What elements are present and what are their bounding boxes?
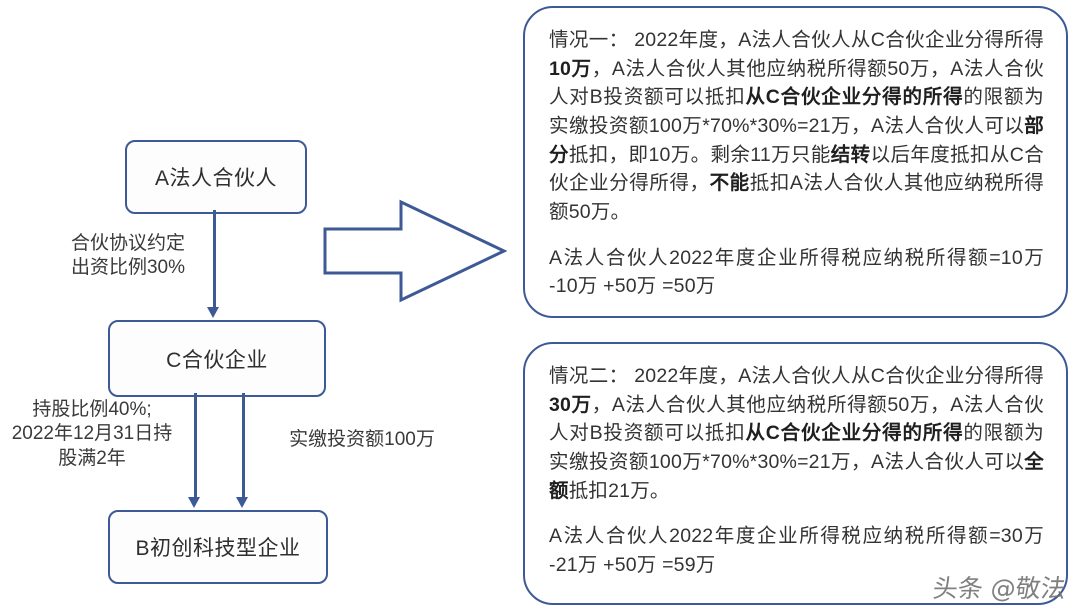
edge-label-c-to-b-right: 实缴投资额100万 — [289, 429, 435, 450]
panel-case-two-paragraph-1: 情况二： 2022年度，A法人合伙人从C合伙企业分得所得30万，A法人合伙人其他… — [549, 365, 1044, 502]
panel-case-one: 情况一： 2022年度，A法人合伙人从C合伙企业分得所得10万，A法人合伙人其他… — [523, 6, 1068, 318]
paragraph-spacer — [549, 227, 1044, 244]
node-c-partnership: C合伙企业 — [108, 320, 326, 397]
edge-label-a-to-c: 合伙协议约定 出资比例30% — [70, 233, 186, 279]
watermark: 头条 @敬法 — [931, 574, 1068, 603]
edge-a-to-c-arrowhead — [206, 307, 219, 318]
node-b-label: B初创科技型企业 — [135, 537, 301, 560]
node-b-startup: B初创科技型企业 — [108, 510, 328, 584]
paragraph-spacer — [549, 505, 1044, 522]
edge-a-to-c — [213, 210, 216, 309]
edge-c-to-b-right-arrowhead — [235, 497, 248, 508]
node-a-legal-partner: A法人合伙人 — [125, 140, 307, 214]
panel-case-one-paragraph-1: 情况一： 2022年度，A法人合伙人从C合伙企业分得所得10万，A法人合伙人其他… — [549, 29, 1044, 223]
panel-case-two-paragraph-2: A法人合伙人2022年度企业所得税应纳税所得额=30万 -21万 +50万 =5… — [549, 525, 1044, 576]
edge-c-to-b-left — [194, 393, 197, 499]
node-c-label: C合伙企业 — [166, 348, 268, 372]
node-a-label: A法人合伙人 — [154, 167, 277, 190]
right-block-arrow-icon — [323, 199, 507, 303]
edge-c-to-b-left-arrowhead — [187, 497, 200, 508]
edge-label-c-to-b-left: 持股比例40%; 2022年12月31日持 股满2年 — [11, 399, 173, 469]
panel-case-one-paragraph-2: A法人合伙人2022年度企业所得税应纳税所得额=10万 -10万 +50万 =5… — [549, 246, 1044, 298]
panel-case-two: 情况二： 2022年度，A法人合伙人从C合伙企业分得所得30万，A法人合伙人其他… — [523, 342, 1068, 605]
edge-c-to-b-right — [242, 393, 245, 499]
